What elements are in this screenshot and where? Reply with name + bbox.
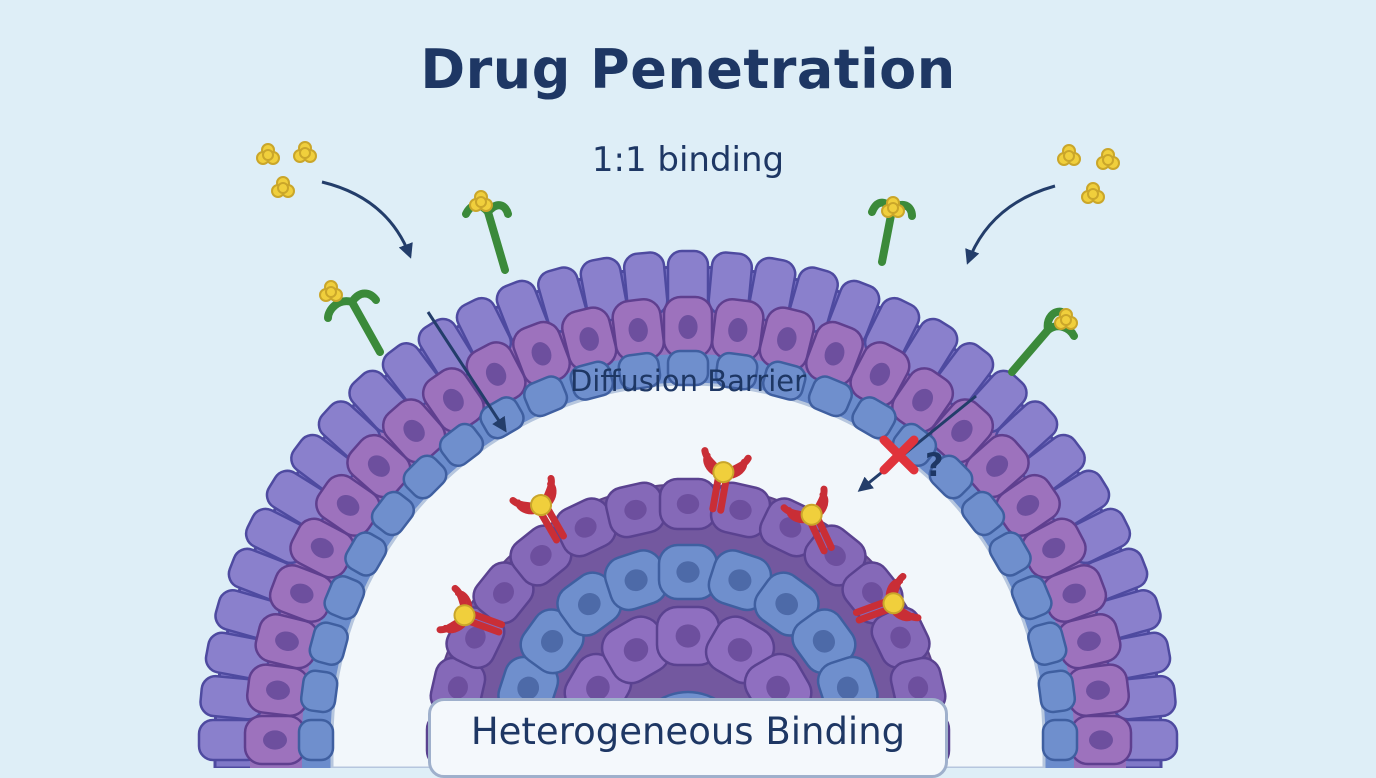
cell-layers [197,249,1179,768]
cell [929,398,995,464]
heterogeneous-binding-box [428,698,948,778]
cell [762,360,807,401]
arrow-icon [321,180,1056,492]
cell [604,481,667,539]
cell [268,564,335,623]
diffusion-barrier-label: Diffusion Barrier [569,364,807,398]
cell [370,490,416,537]
cell [299,669,339,714]
page-title: Drug Penetration [420,38,956,101]
cell [714,351,759,391]
cell [600,615,672,685]
receptor-icon [324,198,1078,376]
cell [346,433,412,499]
cell [617,351,662,391]
cell [1010,575,1053,621]
cell [611,297,665,363]
cell [472,561,535,625]
blocked-cross-icon [879,435,919,475]
cell [711,297,765,363]
cell [1041,564,1108,623]
cell [1041,718,1079,762]
cell [381,398,447,464]
cell [758,306,815,372]
cell [308,621,349,666]
binding-label: 1:1 binding [591,140,785,180]
cell [1065,663,1131,717]
cell [402,454,448,500]
cell [655,605,721,667]
cell [438,422,485,468]
cell [245,663,311,717]
cell [662,295,714,359]
cell [254,613,320,670]
cell [657,543,719,601]
cell [323,575,366,621]
cell [658,477,718,531]
question-mark-label: ? [925,446,944,484]
cell [988,531,1032,577]
cell [512,320,571,387]
cell [554,497,618,558]
cell [960,490,1006,537]
cell [297,718,335,762]
cell [243,714,307,766]
cell [1069,714,1133,766]
cell [964,433,1030,499]
cell [569,360,614,401]
cell [1037,669,1077,714]
cell [561,306,618,372]
cell [344,531,388,577]
cell [1020,517,1087,579]
heterogeneous-binding-label: Heterogeneous Binding [470,710,906,753]
cell [1027,621,1068,666]
cell [851,396,897,440]
cell [523,375,569,418]
cell [666,349,710,387]
cell [807,375,853,418]
cell [928,454,974,500]
